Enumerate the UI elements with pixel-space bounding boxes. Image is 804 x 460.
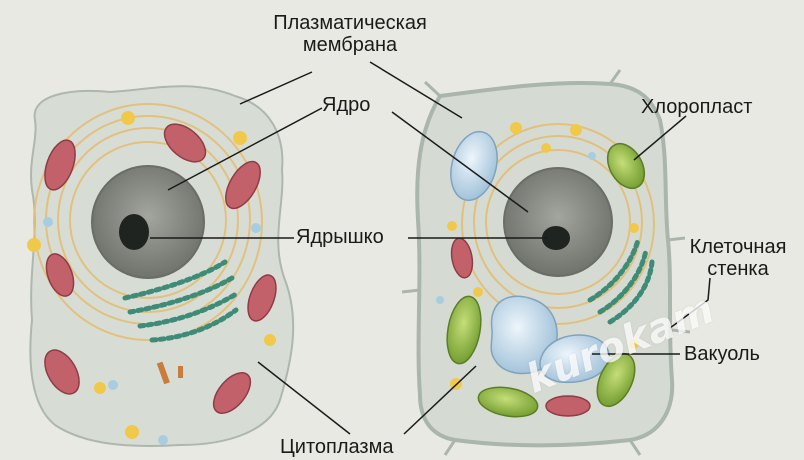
plant-nucleus: [504, 168, 612, 276]
animal-nucleus: [92, 166, 204, 278]
label-plasma-membrane-line1: Плазматическая: [250, 12, 450, 34]
leader-membrane-animal: [240, 72, 312, 104]
animal-cell: [27, 86, 293, 446]
label-vacuole: Вакуоль: [684, 343, 760, 365]
label-nucleus: Ядро: [322, 94, 370, 116]
leader-membrane-plant: [370, 62, 462, 118]
label-nucleolus: Ядрышко: [296, 226, 384, 248]
label-cell-wall-line2: стенка: [676, 258, 800, 280]
label-plasma-membrane: Плазматическая мембрана: [250, 12, 450, 56]
label-cytoplasm: Цитоплазма: [280, 436, 393, 458]
label-chloroplast: Хлоропласт: [641, 96, 752, 118]
label-plasma-membrane-line2: мембрана: [250, 34, 450, 56]
plant-cell: [402, 70, 690, 455]
animal-nucleolus: [119, 214, 149, 250]
leader-cell-wall: [670, 278, 710, 328]
label-cell-wall: Клеточная стенка: [676, 236, 800, 280]
label-cell-wall-line1: Клеточная: [676, 236, 800, 258]
